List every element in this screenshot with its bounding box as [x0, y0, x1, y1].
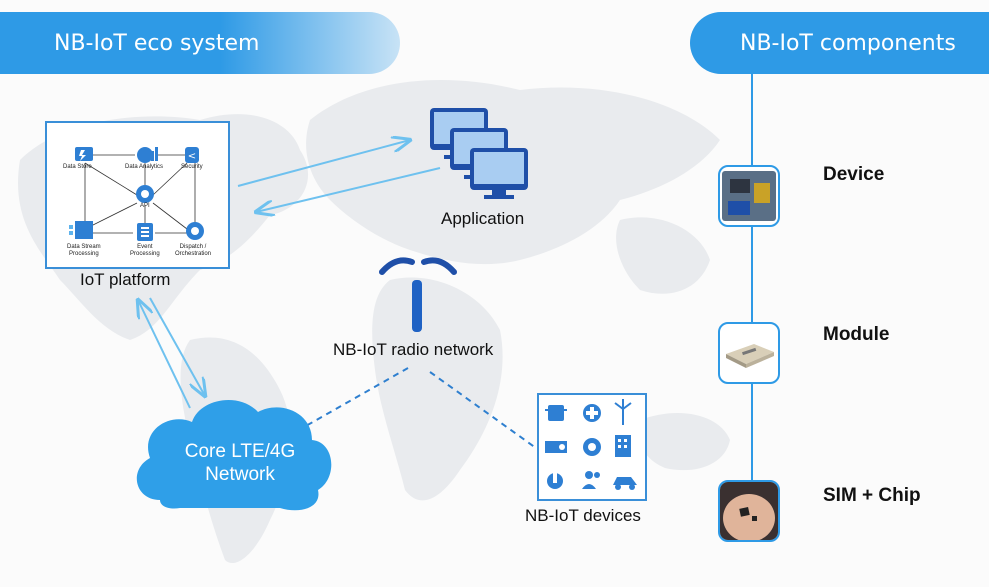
- people-icon: [582, 471, 600, 489]
- device-component-box: [718, 165, 780, 227]
- component-label-module: Module: [823, 324, 890, 345]
- ecosystem-header: NB-IoT eco system: [0, 12, 400, 74]
- application-monitors-icon: [430, 108, 528, 199]
- arrow-platform-to-app: [237, 140, 410, 187]
- thermometer-icon: [547, 473, 563, 489]
- components-title: NB-IoT components: [740, 30, 956, 56]
- node-dispatch: Dispatch / Orchestration: [175, 244, 211, 258]
- core-line-1: Core LTE/4G: [184, 441, 296, 462]
- node-event-line2: Processing: [130, 251, 160, 257]
- svg-text:<: <: [188, 151, 196, 162]
- application-label: Application: [441, 209, 525, 228]
- component-label-sim-chip: SIM + Chip: [823, 485, 921, 506]
- node-security: Security: [181, 164, 203, 170]
- components-header: NB-IoT components: [690, 12, 989, 74]
- node-event-processing: Event Processing: [130, 244, 160, 258]
- iot-platform-box: < Data Store Data Analytics Security API…: [45, 121, 230, 269]
- camera-icon: [583, 438, 601, 456]
- api-icon: [136, 185, 154, 203]
- sim-chip-icon: [720, 482, 778, 540]
- node-data-stream-line1: Data Stream: [67, 244, 101, 250]
- ecosystem-title: NB-IoT eco system: [54, 30, 260, 56]
- sensor-board-icon: [545, 441, 567, 453]
- data-analytics-icon: [137, 147, 158, 163]
- security-icon: <: [185, 147, 199, 163]
- module-chip-icon: [726, 344, 774, 368]
- arrow-platform-to-core: [149, 297, 205, 396]
- node-event-line1: Event: [137, 244, 153, 250]
- core-network-cloud: [136, 399, 332, 511]
- nb-iot-devices-box: [537, 393, 647, 501]
- data-store-icon: [75, 147, 93, 161]
- radio-antenna-icon: [379, 257, 457, 332]
- stream-processing-icon: [69, 221, 93, 239]
- dashed-link-radio-devices: [429, 371, 537, 449]
- building-icon: [615, 435, 631, 457]
- sim-chip-component-box: [718, 480, 780, 542]
- wind-turbine-icon: [614, 399, 632, 425]
- device-board-icon: [722, 171, 776, 221]
- arrow-app-to-platform: [256, 167, 441, 212]
- node-data-analytics: Data Analytics: [125, 164, 164, 170]
- radio-network-label: NB-IoT radio network: [333, 340, 494, 359]
- node-dispatch-line1: Dispatch /: [179, 244, 207, 250]
- node-api: API: [140, 203, 150, 209]
- nb-iot-devices-label: NB-IoT devices: [525, 506, 641, 525]
- event-processing-icon: [137, 223, 153, 241]
- node-data-store: Data Store: [63, 164, 92, 170]
- node-data-stream-line2: Processing: [69, 251, 99, 257]
- component-label-device: Device: [823, 164, 885, 185]
- chip-icon: [545, 405, 567, 421]
- car-icon: [613, 477, 637, 490]
- core-line-2: Network: [205, 464, 275, 485]
- dashed-link-radio-core: [289, 367, 409, 436]
- node-data-stream: Data Stream Processing: [67, 244, 101, 258]
- arrow-core-to-platform: [138, 300, 191, 409]
- dispatch-icon: [186, 222, 204, 240]
- core-network-label: Core LTE/4G Network: [150, 440, 330, 486]
- platform-diagram: <: [69, 147, 204, 241]
- devices-icon-grid: [545, 399, 637, 490]
- medical-icon: [583, 404, 601, 422]
- module-component-box: [718, 322, 780, 384]
- iot-platform-label: IoT platform: [80, 270, 171, 289]
- node-dispatch-line2: Orchestration: [175, 251, 212, 257]
